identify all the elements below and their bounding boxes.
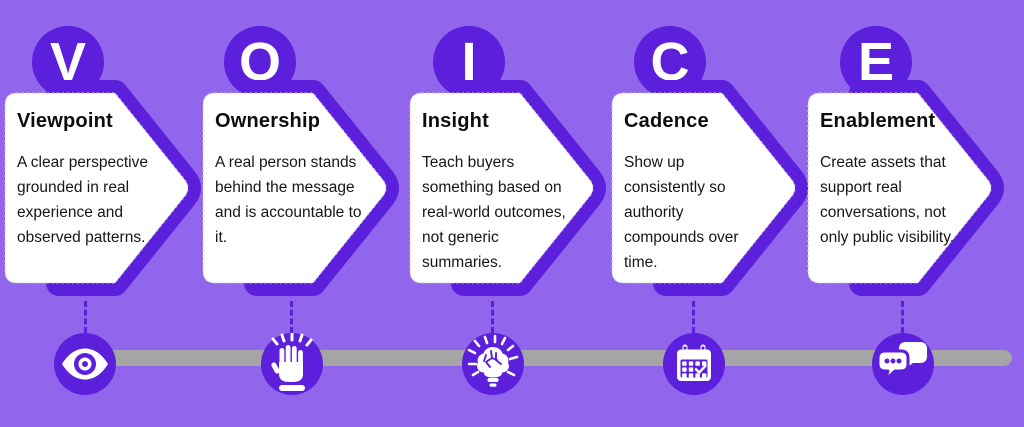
card-title: Cadence xyxy=(624,110,709,132)
brain-lightbulb-icon xyxy=(462,333,524,395)
card-content: Enablement Create assets that support re… xyxy=(820,108,976,250)
card-title: Viewpoint xyxy=(17,110,113,132)
card-title: Ownership xyxy=(215,110,321,132)
card-content: Cadence Show up consistently so authorit… xyxy=(624,108,742,275)
eye-icon xyxy=(54,333,116,395)
arrow-card-shape xyxy=(4,80,201,296)
raised-hand-icon xyxy=(261,333,323,395)
calendar-check-icon xyxy=(663,333,725,395)
card-content: Viewpoint A clear perspective grounded i… xyxy=(17,108,169,250)
arrow-card-shape xyxy=(409,80,606,296)
dashed-connector xyxy=(290,301,293,333)
letter-i: I xyxy=(461,32,477,92)
card-title: Enablement xyxy=(820,110,936,132)
arrow-card-shape xyxy=(611,80,808,296)
card-description: Create assets that support real conversa… xyxy=(820,154,955,246)
chat-bubbles-icon xyxy=(872,333,934,395)
dashed-connector xyxy=(84,301,87,333)
card-unit-insight: I Insight Teach buyers something based o… xyxy=(409,0,625,427)
arrow-card-shape xyxy=(807,80,1004,296)
dashed-connector xyxy=(692,301,695,333)
card-unit-viewpoint: V Viewpoint A clear perspective grounded… xyxy=(4,0,220,427)
card-title: Insight xyxy=(422,110,489,132)
card-description: A real person stands behind the message … xyxy=(215,154,362,246)
dashed-connector xyxy=(491,301,494,333)
card-unit-ownership: O Ownership A real person stands behind … xyxy=(202,0,418,427)
card-description: Teach buyers something based on real-wor… xyxy=(422,154,566,271)
card-unit-enablement: E Enablement Create assets that support … xyxy=(807,0,1023,427)
card-content: Ownership A real person stands behind th… xyxy=(215,108,367,250)
card-description: Show up consistently so authority compou… xyxy=(624,154,739,271)
arrow-card-shape xyxy=(202,80,399,296)
card-unit-cadence: C Cadence Show up consistently so author… xyxy=(611,0,827,427)
card-description: A clear perspective grounded in real exp… xyxy=(17,154,148,246)
card-content: Insight Teach buyers something based on … xyxy=(422,108,582,275)
dashed-connector xyxy=(901,301,904,333)
